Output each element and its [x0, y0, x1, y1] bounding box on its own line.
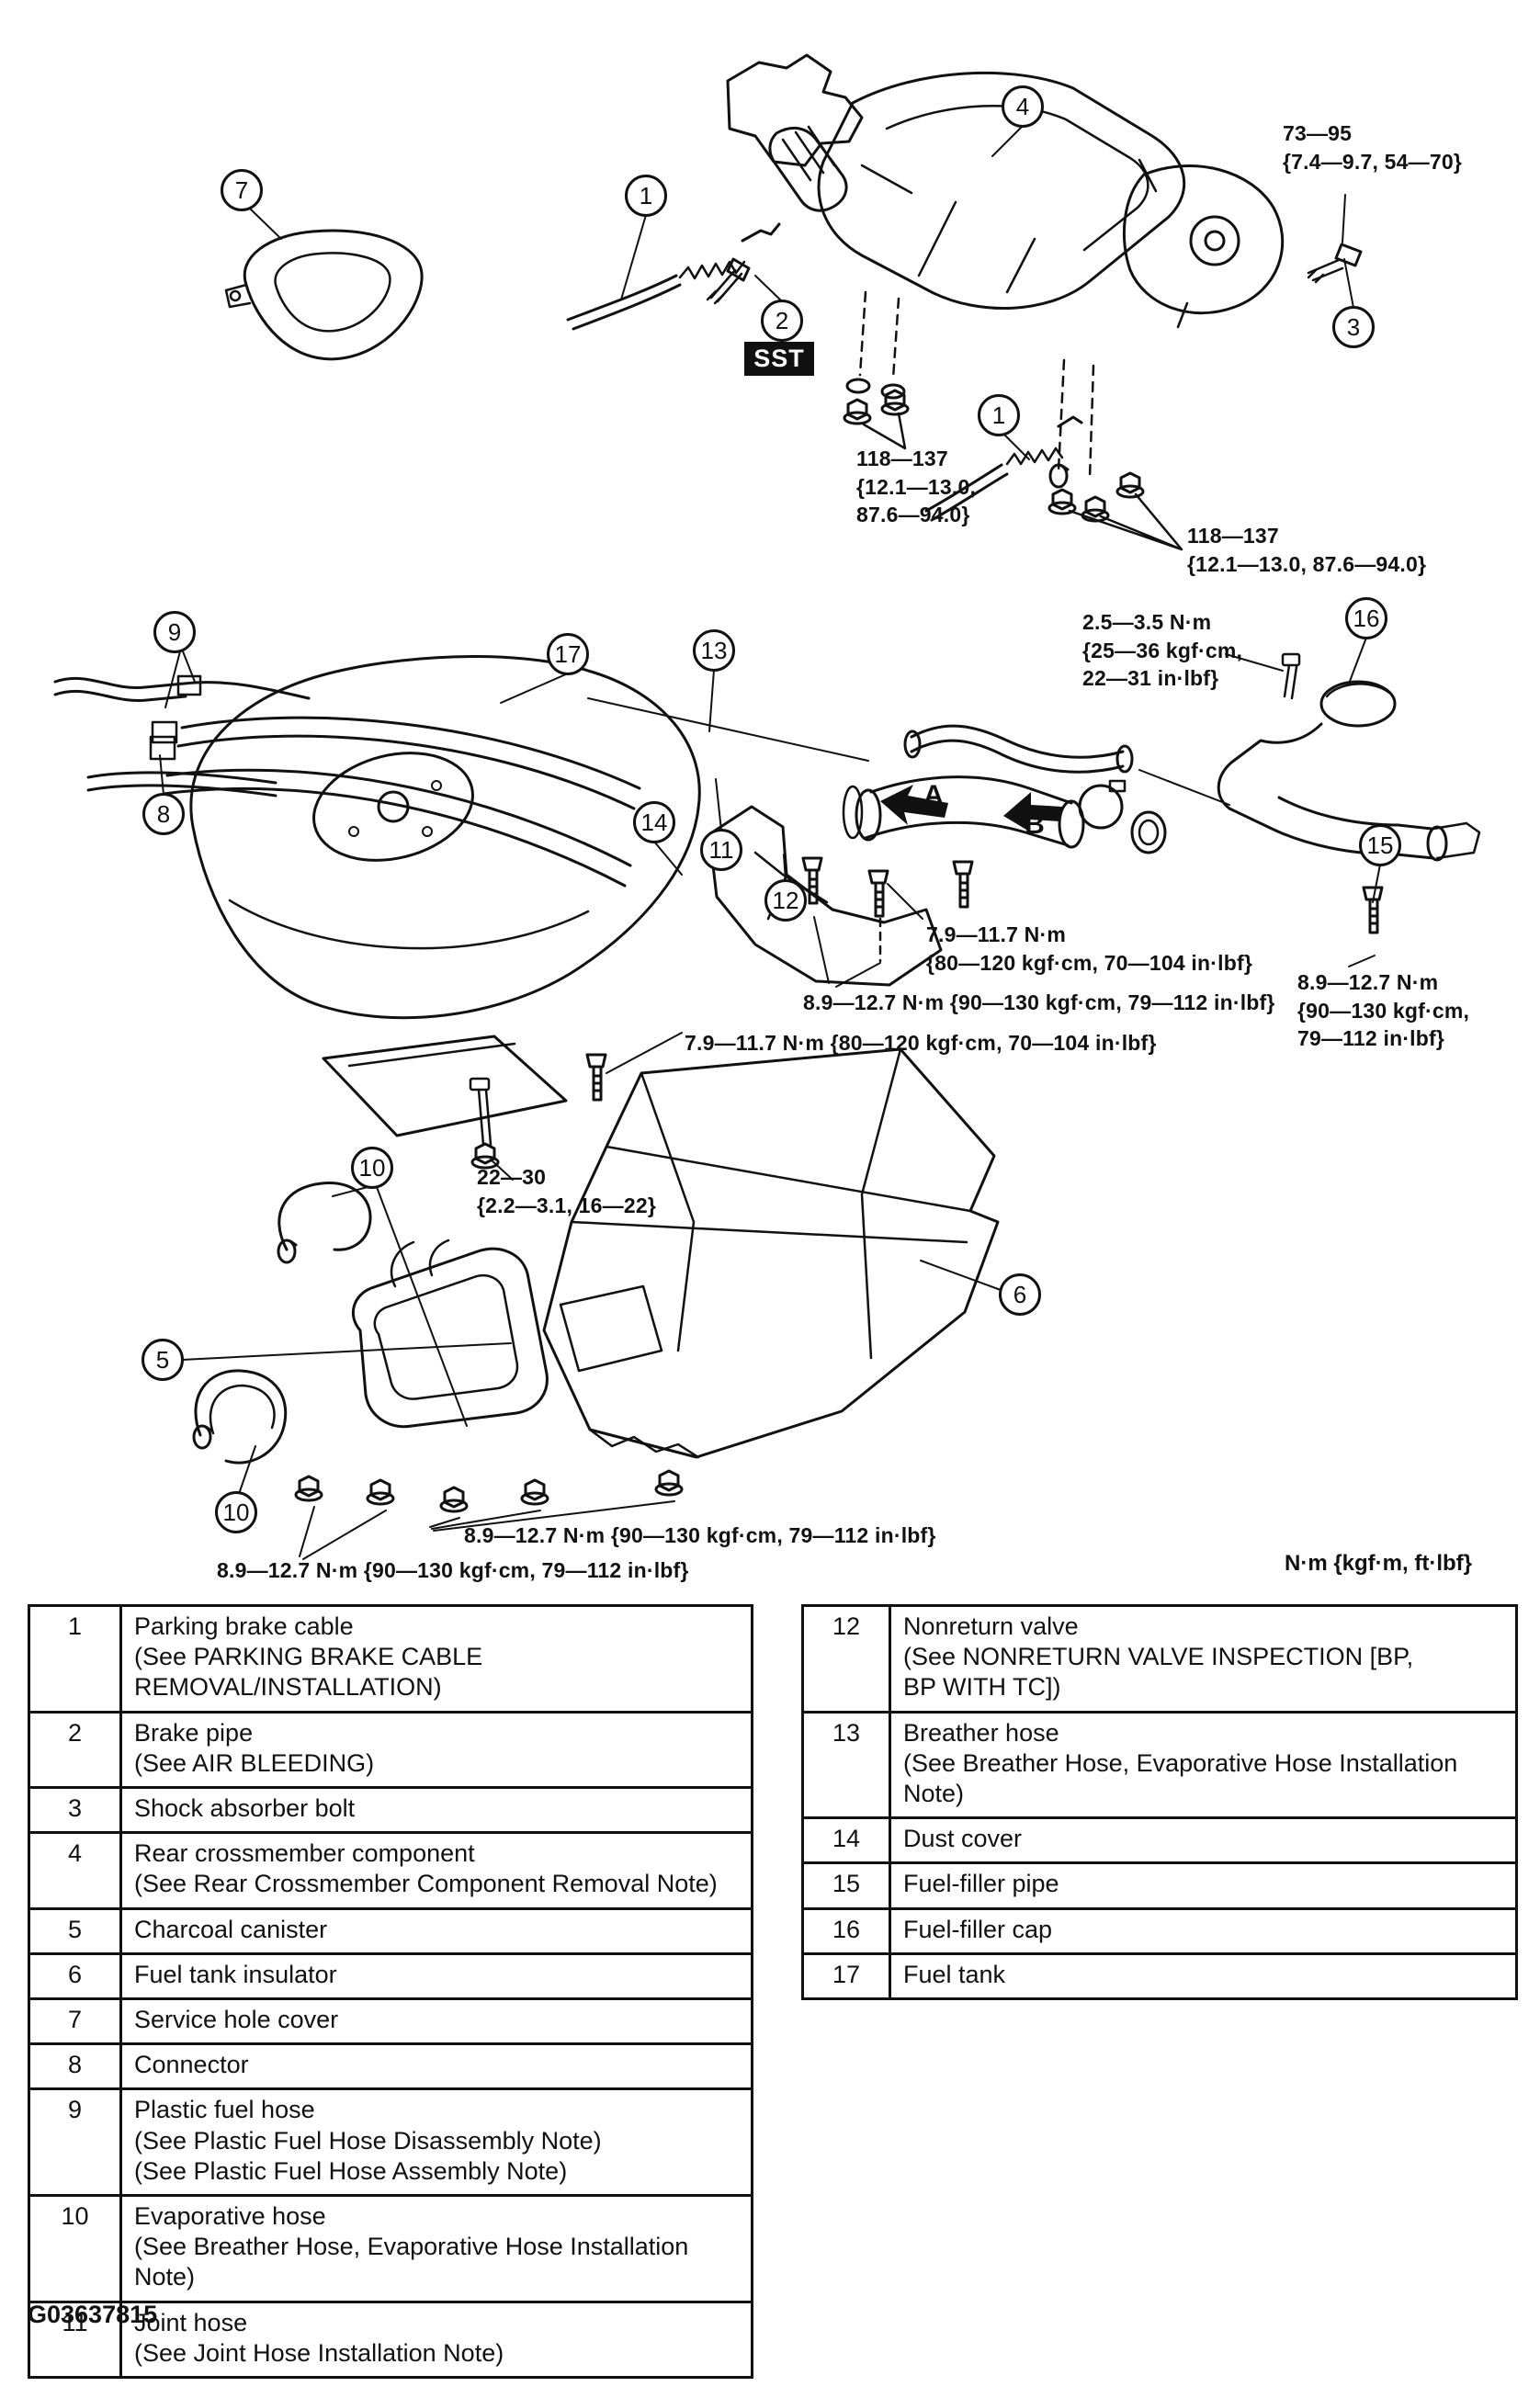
legend-row: 3 Shock absorber bolt	[30, 1789, 751, 1835]
flow-direction-label-B: B	[1025, 809, 1045, 840]
legend-item-description: Shock absorber bolt	[134, 1794, 356, 1823]
legend-row: 15 Fuel-filler pipe	[804, 1864, 1515, 1910]
legend-item-description: Fuel tank insulator	[134, 1960, 337, 1988]
legend-row: 14 Dust cover	[804, 1819, 1515, 1865]
legend-item-number: 3	[30, 1789, 122, 1832]
torque-spec-label: 8.9—12.7 N·m {90—130 kgf·cm, 79—112 in·l…	[217, 1558, 689, 1582]
legend-item-description: Evaporative hose (See Breather Hose, Eva…	[134, 2202, 689, 2291]
legend-item-description: Brake pipe (See AIR BLEEDING)	[134, 1718, 375, 1777]
figure-id-code: G03637815	[28, 2301, 158, 2328]
legend-item-description: Fuel tank	[903, 1960, 1006, 1988]
legend-item-number: 2	[30, 1713, 122, 1787]
legend-item-number: 8	[30, 2045, 122, 2088]
legend-item-number: 13	[804, 1713, 891, 1817]
legend-item-description: Rear crossmember component (See Rear Cro…	[134, 1839, 718, 1898]
callout-15: 15	[1359, 824, 1401, 866]
legend-item-number: 7	[30, 2000, 122, 2043]
torque-spec-label: 8.9—12.7 N·m {90—130 kgf·cm, 79—112 in·l…	[803, 990, 1275, 1014]
callout-3: 3	[1332, 306, 1375, 348]
torque-spec-label: 7.9—11.7 N·m {80—120 kgf·cm, 70—104 in·l…	[926, 922, 1252, 975]
callout-9: 9	[153, 611, 196, 653]
callout-12: 12	[764, 879, 807, 922]
legend-item-description: Connector	[134, 2051, 249, 2079]
legend-row: 16 Fuel-filler cap	[804, 1909, 1515, 1955]
callout-16: 16	[1345, 597, 1387, 639]
legend-row: 17 Fuel tank	[804, 1954, 1515, 1998]
legend-item-number: 6	[30, 1954, 122, 1998]
legend-item-number: 11	[30, 2302, 122, 2377]
legend-item-number: 5	[30, 1909, 122, 1952]
callout-1: 1	[625, 175, 667, 217]
legend-item-description: Fuel-filler cap	[903, 1915, 1053, 1943]
legend-row: 6 Fuel tank insulator	[30, 1954, 751, 2001]
legend-item-description: Fuel-filler pipe	[903, 1870, 1059, 1898]
legend-item-description: Joint hose (See Joint Hose Installation …	[134, 2308, 504, 2367]
torque-spec-label: 2.5—3.5 N·m {25—36 kgf·cm, 22—31 in·lbf}	[1082, 610, 1243, 691]
callout-14: 14	[633, 801, 675, 843]
callout-2: 2	[761, 300, 803, 342]
sst-badge: SST	[744, 342, 814, 376]
legend-item-number: 17	[804, 1954, 891, 1998]
callout-11: 11	[700, 829, 742, 871]
legend-row: 7 Service hole cover	[30, 2000, 751, 2046]
legend-item-number: 4	[30, 1834, 122, 1907]
torque-unit-note: N·m {kgf·m, ft·lbf}	[1285, 1551, 1472, 1576]
torque-spec-label: 118—137 {12.1—13.0, 87.6—94.0}	[856, 447, 977, 527]
legend-item-number: 1	[30, 1607, 122, 1711]
legend-item-description: Parking brake cable (See PARKING BRAKE C…	[134, 1612, 483, 1702]
callout-10: 10	[215, 1491, 257, 1533]
legend-item-description: Breather hose (See Breather Hose, Evapor…	[903, 1718, 1458, 1808]
legend-row: 5 Charcoal canister	[30, 1909, 751, 1955]
legend-item-description: Plastic fuel hose (See Plastic Fuel Hose…	[134, 2096, 602, 2185]
legend-item-number: 14	[804, 1819, 891, 1862]
torque-spec-label: 118—137 {12.1—13.0, 87.6—94.0}	[1187, 524, 1427, 576]
legend-item-description: Nonreturn valve (See NONRETURN VALVE INS…	[903, 1612, 1414, 1702]
legend-item-description: Charcoal canister	[134, 1915, 328, 1943]
torque-spec-label: 73—95 {7.4—9.7, 54—70}	[1283, 121, 1462, 174]
torque-spec-label: 8.9—12.7 N·m {90—130 kgf·cm, 79—112 in·l…	[464, 1523, 936, 1547]
callout-13: 13	[693, 629, 735, 672]
callout-4: 4	[1002, 85, 1044, 128]
legend-item-number: 16	[804, 1909, 891, 1952]
callout-5: 5	[142, 1339, 184, 1381]
legend-item-number: 15	[804, 1864, 891, 1907]
legend-item-number: 10	[30, 2197, 122, 2301]
legend-item-number: 12	[804, 1607, 891, 1711]
callout-1: 1	[978, 394, 1020, 436]
callout-7: 7	[221, 169, 263, 211]
legend-item-description: Dust cover	[903, 1825, 1023, 1853]
flow-direction-label-A: A	[923, 780, 944, 810]
torque-spec-label: 22—30 {2.2—3.1, 16—22}	[477, 1165, 656, 1217]
callout-8: 8	[142, 793, 185, 835]
legend-item-number: 9	[30, 2090, 122, 2195]
exploded-diagram-art	[53, 53, 1481, 1560]
legend-row: 8 Connector	[30, 2045, 751, 2091]
torque-spec-label: 8.9—12.7 N·m {90—130 kgf·cm, 79—112 in·l…	[1297, 970, 1470, 1051]
callout-6: 6	[999, 1273, 1041, 1316]
legend-item-description: Service hole cover	[134, 2006, 339, 2034]
callout-17: 17	[547, 633, 589, 675]
torque-spec-label: 7.9—11.7 N·m {80—120 kgf·cm, 70—104 in·l…	[685, 1031, 1157, 1055]
callout-10: 10	[351, 1147, 393, 1189]
